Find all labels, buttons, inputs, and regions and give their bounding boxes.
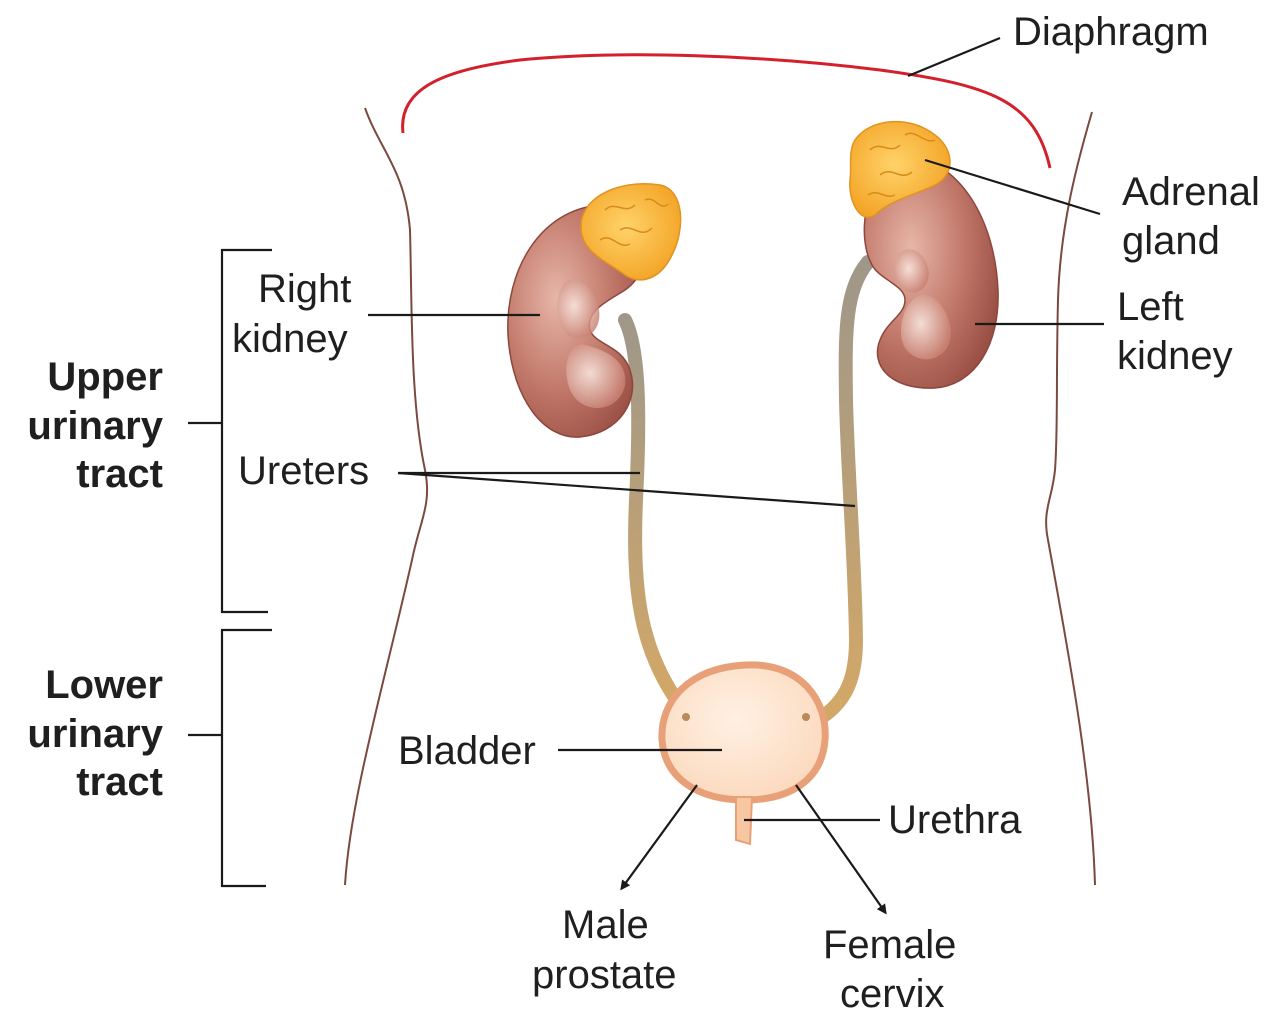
- group-upper-urinary-tract-3: tract: [76, 452, 163, 496]
- label-left-kidney-1: Left: [1117, 285, 1184, 329]
- group-lower-urinary-tract-1: Lower: [45, 663, 163, 707]
- label-female-cervix-2: cervix: [840, 972, 944, 1014]
- group-lower-urinary-tract-2: urinary: [27, 712, 163, 756]
- leader-ureters-left: [398, 473, 855, 506]
- group-lower-urinary-tract-3: tract: [76, 760, 163, 804]
- label-male-prostate-1: Male: [562, 903, 649, 947]
- torso-outline-right: [1046, 112, 1095, 885]
- label-ureters: Ureters: [238, 449, 369, 493]
- label-adrenal-gland-2: gland: [1122, 219, 1220, 263]
- arrow-male-prostate: [622, 785, 697, 888]
- left-ureter-opening: [802, 713, 810, 721]
- right-ureter-opening: [682, 713, 690, 721]
- label-male-prostate-2: prostate: [532, 953, 677, 997]
- label-right-kidney-2: kidney: [232, 317, 348, 361]
- arrow-female-cervix: [796, 785, 885, 912]
- label-right-kidney-1: Right: [258, 267, 351, 311]
- left-ureter: [825, 262, 868, 715]
- diaphragm-curve: [403, 55, 1050, 168]
- bladder: [662, 665, 825, 800]
- bracket-lower-tract: [188, 630, 272, 886]
- label-left-kidney-2: kidney: [1117, 334, 1233, 378]
- label-urethra: Urethra: [888, 798, 1022, 842]
- leader-diaphragm: [908, 38, 1000, 76]
- group-upper-urinary-tract-1: Upper: [47, 355, 163, 399]
- label-diaphragm: Diaphragm: [1013, 10, 1209, 54]
- label-female-cervix-1: Female: [823, 923, 956, 967]
- label-adrenal-gland-1: Adrenal: [1122, 170, 1260, 214]
- label-bladder: Bladder: [398, 729, 536, 773]
- right-ureter: [625, 320, 680, 705]
- group-upper-urinary-tract-2: urinary: [27, 404, 163, 448]
